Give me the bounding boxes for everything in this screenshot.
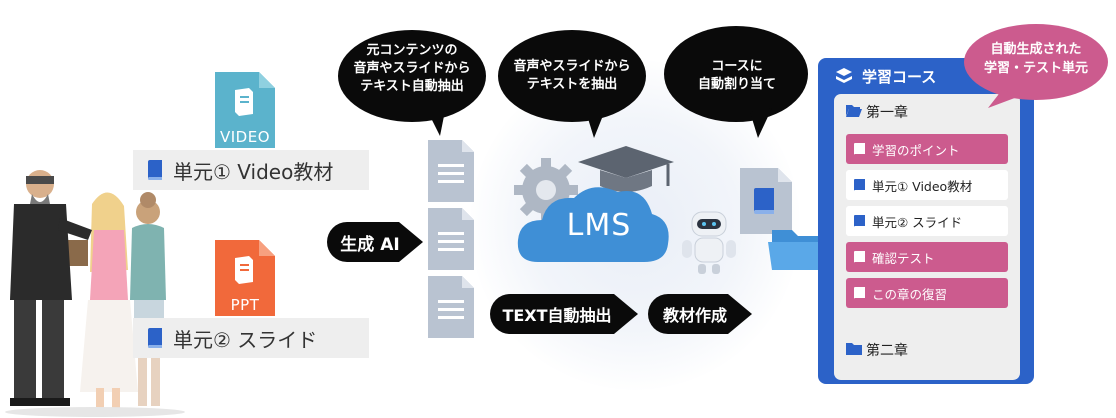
course-document-folder-icon [740,168,824,270]
generative-ai-arrow [327,222,423,262]
book-icon [854,250,865,263]
material-creation-arrow [648,294,752,334]
speech-bubble-1-text: 元コンテンツの 音声やスライドから テキスト自動抽出 [353,43,471,94]
speech-bubble-2-text: 音声やスライドから テキストを抽出 [513,59,631,92]
folder-icon [846,343,862,355]
auto-generated-badge [964,24,1108,108]
book-icon [854,178,865,191]
course-title: 学習コース [862,68,937,86]
course-item-check-test[interactable]: 確認テスト [846,242,1008,272]
video-file-icon: VIDEO [215,72,275,148]
course-panel: 学習コース 第一章 学習のポイント 単元① Video教材 単元② スライド 確… [818,58,1034,384]
generative-ai-label: 生成 AI [340,235,400,255]
book-icon [854,142,865,155]
book-icon [854,286,865,299]
chapter1-title: 第一章 [866,105,908,121]
text-extraction-label: TEXT自動抽出 [502,306,612,325]
document-icon [428,276,474,338]
book-icon [148,328,162,348]
chapter2-card[interactable]: 第二章 [834,330,1020,368]
text-extraction-arrow [490,294,638,334]
document-icon [428,208,474,270]
chapter2-title: 第二章 [866,343,908,359]
robot-icon [682,211,736,274]
speech-bubble-3-text: コースに 自動割り当て [697,59,776,92]
lms-cloud-icon [514,146,674,262]
auto-generated-badge-text: 自動生成された 学習・テスト単元 [983,42,1088,76]
video-file-label: VIDEO [219,128,271,146]
course-item-unit1[interactable]: 単元① Video教材 [846,170,1008,200]
speech-bubble-2 [498,30,646,138]
course-item-chapter-review[interactable]: この章の復習 [846,278,1008,308]
unit1-label: 単元① Video教材 [133,150,369,190]
course-stack-icon [836,68,852,83]
book-icon [148,160,162,180]
folder-open-icon [846,105,862,117]
speech-bubble-3 [664,26,808,138]
unit2-label: 単元② スライド [133,318,369,358]
course-item-learning-points[interactable]: 学習のポイント [846,134,1008,164]
material-creation-label: 教材作成 [662,306,727,325]
book-icon [854,214,865,227]
ppt-file-icon: PPT [215,240,275,316]
course-item-unit2[interactable]: 単元② スライド [846,206,1008,236]
lms-label: LMS [566,208,632,243]
speech-bubble-1 [338,30,486,136]
document-icon [428,140,474,202]
people-illustration [5,170,185,417]
ppt-file-label: PPT [230,296,260,314]
